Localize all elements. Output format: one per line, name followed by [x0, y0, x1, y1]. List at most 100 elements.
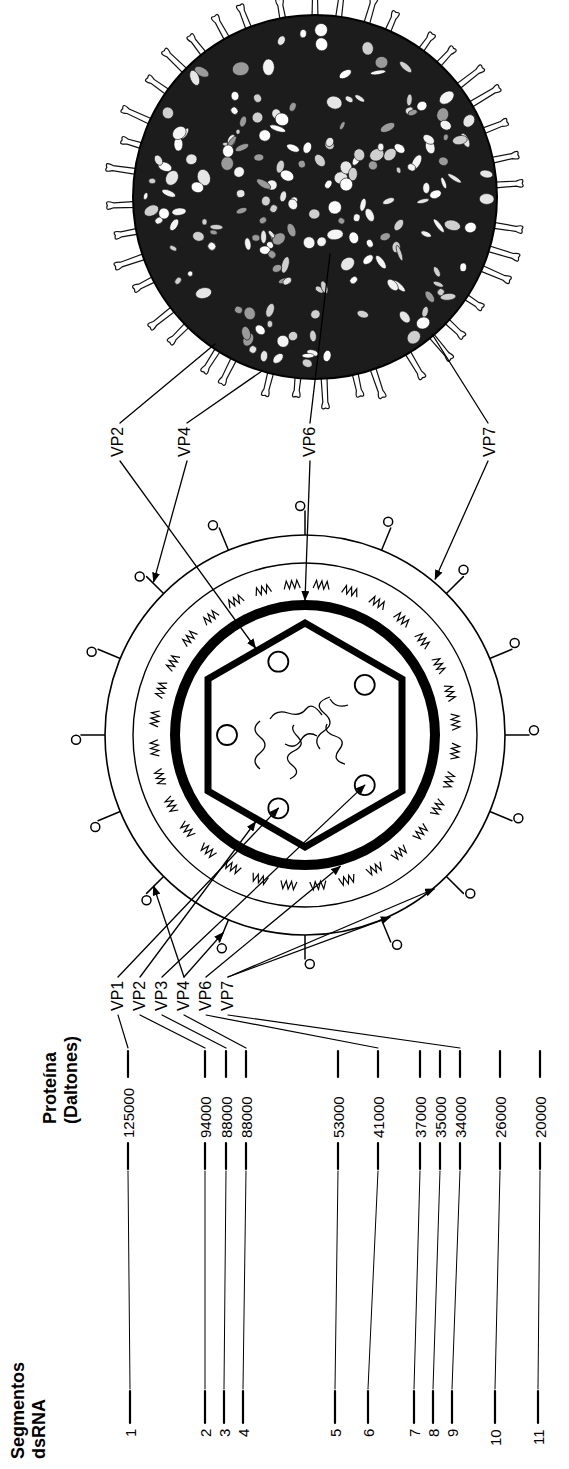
leader-arrow: [120, 461, 256, 648]
protein-label: VP3: [153, 981, 171, 1011]
segment-number: 1: [122, 1429, 139, 1437]
capsid-knob: [438, 118, 453, 132]
protein-label: VP2: [131, 981, 149, 1011]
gel-band: [432, 1391, 434, 1423]
leader-line: [128, 1171, 130, 1389]
capsid-knob: [315, 235, 328, 248]
polymerase-circle: [268, 652, 288, 672]
spike-curl: [384, 517, 393, 526]
gel-band: [334, 1391, 336, 1423]
capsid-knob: [160, 105, 175, 121]
molecular-weight: 37000: [412, 1096, 429, 1138]
capsid-knob: [271, 263, 283, 274]
spike-curl: [466, 889, 475, 898]
capsid-knob: [267, 229, 275, 238]
zigzag-protein: [201, 843, 216, 858]
capsid-knob: [338, 68, 353, 81]
capsid-knob: [221, 156, 234, 170]
leader-line: [433, 1171, 440, 1389]
zigzag-protein: [150, 740, 159, 756]
capsid-knob: [479, 193, 494, 204]
spike-curl: [529, 726, 538, 735]
zigzag-protein: [342, 586, 357, 598]
spike-stem: [505, 734, 529, 736]
leader-line: [335, 1171, 338, 1389]
capsid-knob: [338, 121, 346, 131]
rna-strand: [255, 721, 265, 769]
spike-stem: [98, 649, 120, 658]
capsid-knob: [375, 56, 389, 69]
capsid-knob: [365, 238, 374, 248]
gel-band: [499, 1143, 501, 1169]
rna-strand: [270, 706, 322, 719]
gel-band: [127, 1143, 129, 1169]
zigzag-protein: [413, 823, 428, 838]
capsid-knob: [325, 198, 344, 217]
capsid-knob: [257, 128, 272, 142]
capsid-knob: [222, 145, 234, 158]
middle-layer: [133, 563, 477, 907]
capsid-knob: [406, 94, 413, 106]
zigzag-protein: [156, 683, 168, 698]
spike-curl: [217, 944, 226, 953]
gel-band: [439, 1051, 441, 1077]
capsid-knob: [236, 189, 246, 198]
capsid-knob: [379, 120, 397, 134]
gel-band: [499, 1051, 501, 1077]
capsid-knob: [382, 196, 396, 206]
capsid-knob: [323, 179, 333, 190]
spike-curl: [459, 565, 468, 574]
inner-capsid-ring: [175, 605, 435, 865]
capsid-knob: [190, 180, 205, 194]
capsid-knob: [312, 152, 327, 168]
polymerase-circle: [217, 725, 237, 745]
capsid-knob: [356, 309, 369, 319]
zigzag-protein: [183, 631, 198, 646]
segment-number: 5: [327, 1429, 344, 1437]
protein-label: VP2: [109, 427, 127, 457]
capsid-knob: [163, 168, 181, 188]
capsid-knob: [398, 60, 414, 75]
capsid-knob: [231, 61, 250, 77]
leader-arrow: [154, 886, 184, 977]
capsid-knob: [184, 152, 198, 166]
gel-band: [129, 1391, 131, 1423]
gel-band: [204, 1143, 206, 1169]
gel-band: [367, 1391, 369, 1423]
leader-arrow: [154, 461, 187, 582]
zigzag-protein: [369, 597, 385, 611]
capsid-knob: [443, 134, 449, 141]
capsid-knob: [354, 93, 366, 103]
spike-stem: [446, 577, 463, 594]
capsid-knob: [361, 253, 375, 266]
capsid-knob: [414, 315, 431, 331]
spike-curl: [87, 647, 96, 656]
capsid-knob: [285, 142, 300, 154]
capsid-knob: [252, 235, 260, 242]
zigzag-protein: [339, 874, 354, 885]
gel-band: [439, 1143, 441, 1169]
capsid-knob: [286, 197, 299, 211]
capsid-knob: [210, 224, 223, 230]
capsid-knob: [280, 256, 291, 274]
capsid-knob: [432, 218, 446, 234]
capsid-knob: [236, 129, 241, 134]
leader-line: [368, 1171, 378, 1389]
capsid-knob: [260, 350, 269, 362]
capsid-knob: [309, 308, 322, 321]
capsid-knob: [235, 206, 248, 215]
drawing-group: [72, 0, 540, 1423]
capsid-knob: [309, 330, 317, 342]
gel-band: [245, 1051, 247, 1077]
capsid-knob: [264, 302, 276, 318]
spike-curl: [208, 521, 217, 530]
segment-number: 2: [197, 1429, 214, 1437]
gel-band: [204, 1391, 206, 1423]
spike-curl: [514, 814, 523, 823]
protein-label: VP4: [176, 427, 194, 457]
protein-label: VP7: [481, 427, 499, 457]
zigzag-protein: [432, 659, 445, 675]
leader-line: [432, 334, 488, 423]
capsid-knob: [423, 289, 436, 304]
